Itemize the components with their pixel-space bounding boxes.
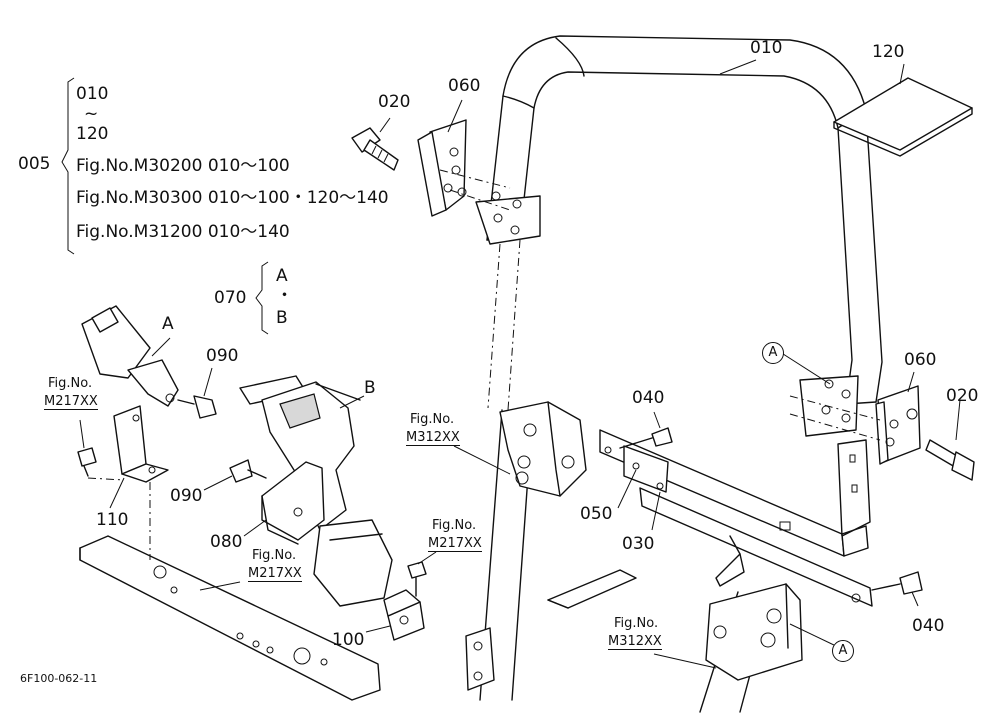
bolt-020-top (351, 127, 399, 171)
callout-a: A (162, 314, 174, 334)
label-110: 110 (96, 510, 129, 530)
label-005: 005 (18, 154, 51, 174)
assy070-line2: ・ (276, 286, 293, 306)
figref-seat-2: M217XX (248, 566, 302, 582)
callout-b: B (364, 378, 376, 398)
assy005-line2: ~ (84, 104, 99, 124)
manual-sheet (833, 77, 973, 157)
seatbelt-tongue-b (239, 375, 393, 607)
label-040-bottom: 040 (912, 616, 945, 636)
leader-lines (61, 59, 961, 669)
label-010: 010 (750, 38, 783, 58)
mid-bracket (499, 401, 587, 497)
seatbelt-buckle-a (81, 305, 217, 419)
label-050: 050 (580, 504, 613, 524)
assy005-line6: Fig.No.M31200 010～140 (76, 222, 290, 242)
label-090-mid: 090 (170, 486, 203, 506)
label-020-right: 020 (946, 386, 979, 406)
figref-bolt-2: M217XX (428, 536, 482, 552)
figref-left-1: Fig.No. (48, 376, 93, 391)
drawing-code: 6F100-062-11 (20, 672, 98, 685)
label-120: 120 (872, 42, 905, 62)
label-080: 080 (210, 532, 243, 552)
figref-bottom-1: Fig.No. (614, 616, 659, 631)
assy070-line1: A (276, 266, 288, 286)
label-030: 030 (622, 534, 655, 554)
bracket-100 (383, 561, 427, 641)
assy005-line3: 120 (76, 124, 109, 144)
assy070-line3: B (276, 308, 288, 328)
label-040-top: 040 (632, 388, 665, 408)
callout-circle-a1: A (762, 342, 784, 364)
bracket-060-right (789, 385, 975, 481)
label-090-top: 090 (206, 346, 239, 366)
rops-frame (475, 35, 883, 437)
lower-right-bracket (465, 583, 803, 691)
label-060-top: 060 (448, 76, 481, 96)
label-020-top: 020 (378, 92, 411, 112)
assy005-line1: 010 (76, 84, 109, 104)
figref-bottom-2: M312XX (608, 634, 662, 650)
assy005-line4: Fig.No.M30200 010～100 (76, 156, 290, 176)
label-100: 100 (332, 630, 365, 650)
bracket-110 (77, 405, 169, 560)
seat-support-bar (547, 429, 873, 609)
label-070: 070 (214, 288, 247, 308)
bracket-060-top (417, 119, 511, 217)
bolts-040 (619, 427, 923, 595)
cover-080 (229, 459, 325, 545)
figref-mid-1: Fig.No. (410, 412, 455, 427)
figref-mid-2: M312XX (406, 430, 460, 446)
assy005-line5: Fig.No.M30300 010～100・120～140 (76, 188, 389, 208)
floor-panel (79, 535, 381, 701)
label-060-right: 060 (904, 350, 937, 370)
figref-seat-1: Fig.No. (252, 548, 297, 563)
callout-circle-a2: A (832, 640, 854, 662)
figref-bolt-1: Fig.No. (432, 518, 477, 533)
figref-left-2: M217XX (44, 394, 98, 410)
